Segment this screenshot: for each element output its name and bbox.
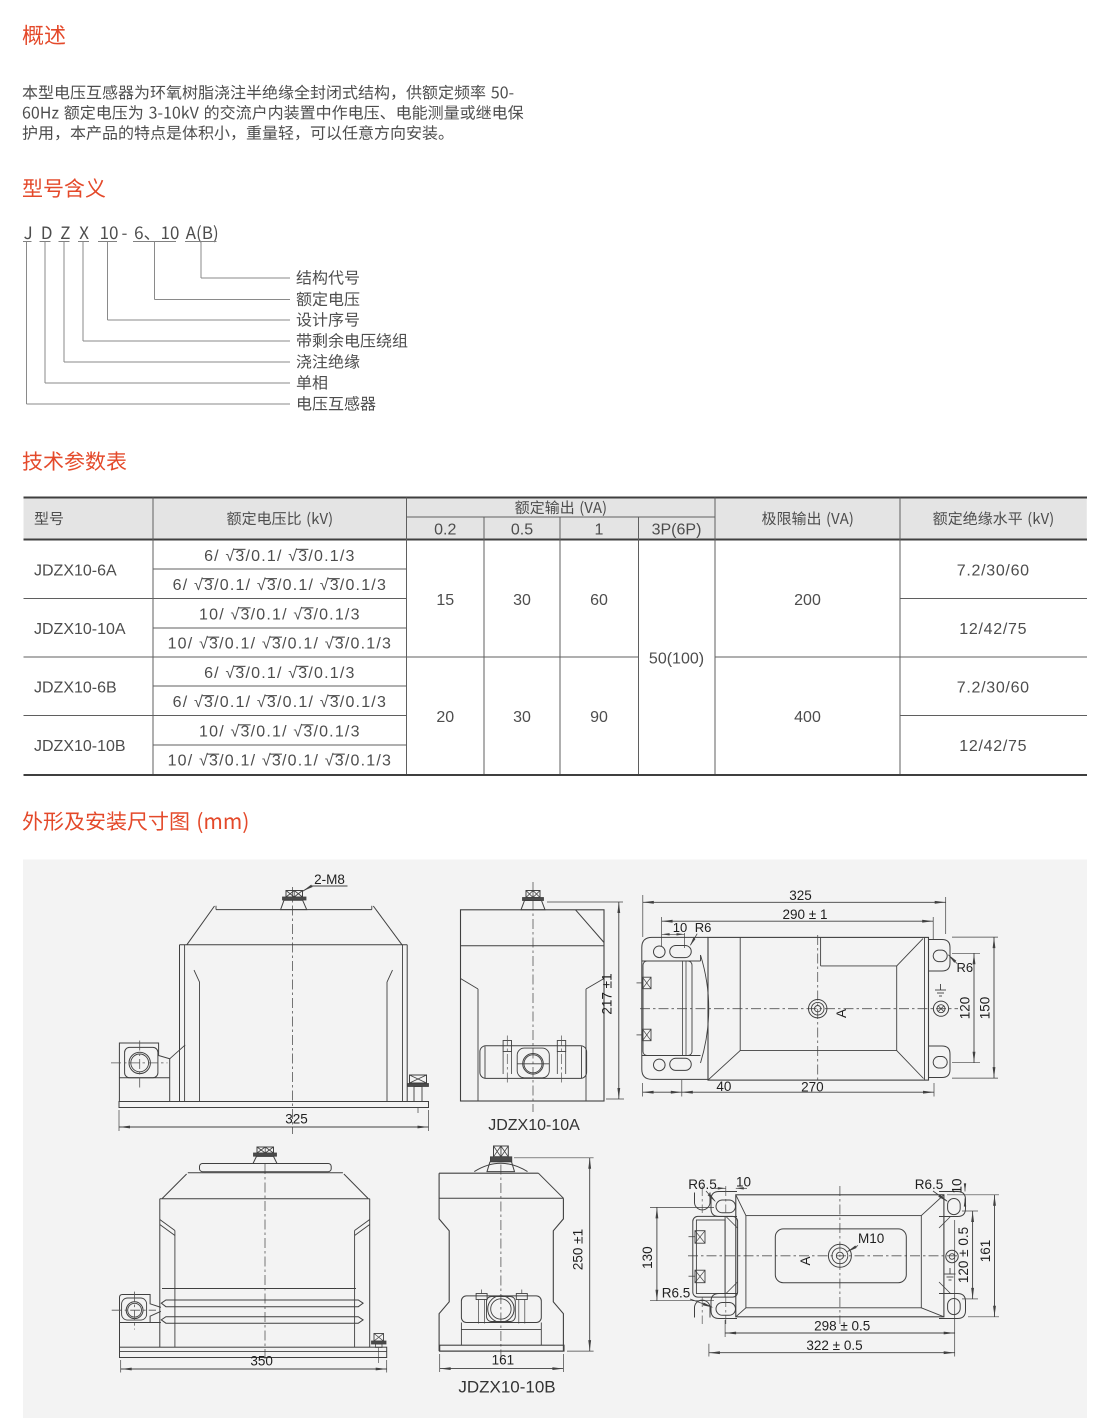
svg-text:120 ± 0.5: 120 ± 0.5 — [956, 1227, 971, 1283]
svg-text:161: 161 — [492, 1353, 515, 1368]
svg-text:6/ √3/0.1/ √3/0.1/ √3/0.1/3: 6/ √3/0.1/ √3/0.1/ √3/0.1/3 — [173, 577, 387, 594]
svg-text:6/ √3/0.1/ √3/0.1/3: 6/ √3/0.1/ √3/0.1/3 — [204, 548, 356, 565]
svg-text:7.2/30/60: 7.2/30/60 — [957, 563, 1030, 580]
svg-text:0.2: 0.2 — [434, 521, 456, 538]
svg-text:JDZX10-10B: JDZX10-10B — [34, 738, 126, 755]
svg-text:50(100): 50(100) — [649, 650, 704, 667]
svg-text:298 ± 0.5: 298 ± 0.5 — [814, 1318, 870, 1333]
svg-text:JDZX10-6B: JDZX10-6B — [34, 680, 117, 697]
svg-text:30: 30 — [513, 709, 531, 726]
svg-text:10/ √3/0.1/ √3/0.1/ √3/0.1/3: 10/ √3/0.1/ √3/0.1/ √3/0.1/3 — [168, 753, 393, 770]
svg-text:250 ±1: 250 ±1 — [571, 1229, 586, 1270]
svg-text:10: 10 — [736, 1175, 751, 1190]
svg-text:6/ √3/0.1/ √3/0.1/3: 6/ √3/0.1/ √3/0.1/3 — [204, 665, 356, 682]
svg-text:R6.5: R6.5 — [688, 1177, 717, 1192]
svg-text:60: 60 — [590, 592, 608, 609]
svg-text:20: 20 — [436, 709, 454, 726]
svg-text:150: 150 — [978, 997, 993, 1020]
svg-text:0.5: 0.5 — [511, 521, 533, 538]
svg-text:10/ √3/0.1/ √3/0.1/ √3/0.1/3: 10/ √3/0.1/ √3/0.1/ √3/0.1/3 — [168, 636, 393, 653]
svg-text:290 ± 1: 290 ± 1 — [783, 907, 828, 922]
svg-text:JDZX10-10A: JDZX10-10A — [488, 1117, 580, 1134]
svg-text:130: 130 — [640, 1246, 655, 1269]
svg-text:30: 30 — [513, 592, 531, 609]
svg-text:R6.5: R6.5 — [662, 1286, 691, 1301]
svg-text:JDZX10-10A: JDZX10-10A — [34, 621, 126, 638]
svg-text:90: 90 — [590, 709, 608, 726]
svg-text:7.2/30/60: 7.2/30/60 — [957, 680, 1030, 697]
svg-text:15: 15 — [436, 592, 454, 609]
svg-text:A: A — [798, 1256, 813, 1265]
svg-text:A: A — [834, 1009, 849, 1018]
svg-text:12/42/75: 12/42/75 — [959, 738, 1027, 755]
svg-text:R6: R6 — [957, 960, 974, 975]
svg-text:217 ±1: 217 ±1 — [600, 973, 615, 1014]
svg-text:R6: R6 — [695, 920, 712, 935]
svg-text:1: 1 — [595, 521, 604, 538]
svg-text:M10: M10 — [858, 1231, 884, 1246]
svg-text:325: 325 — [789, 888, 812, 903]
svg-text:350: 350 — [250, 1354, 273, 1369]
svg-text:40: 40 — [716, 1079, 731, 1094]
svg-text:2-M8: 2-M8 — [314, 872, 345, 887]
svg-text:322 ± 0.5: 322 ± 0.5 — [806, 1338, 862, 1353]
svg-text:325: 325 — [285, 1112, 308, 1127]
svg-text:10/ √3/0.1/ √3/0.1/3: 10/ √3/0.1/ √3/0.1/3 — [199, 606, 361, 623]
svg-text:161: 161 — [978, 1240, 993, 1263]
svg-text:120: 120 — [958, 997, 973, 1020]
svg-text:JDZX10-10B: JDZX10-10B — [458, 1378, 555, 1397]
svg-text:10/ √3/0.1/ √3/0.1/3: 10/ √3/0.1/ √3/0.1/3 — [199, 723, 361, 740]
svg-text:JDZX10-6A: JDZX10-6A — [34, 563, 117, 580]
svg-text:270: 270 — [801, 1079, 824, 1094]
svg-text:3P(6P): 3P(6P) — [652, 521, 702, 538]
svg-text:6/ √3/0.1/ √3/0.1/ √3/0.1/3: 6/ √3/0.1/ √3/0.1/ √3/0.1/3 — [173, 694, 387, 711]
svg-text:R6.5: R6.5 — [915, 1177, 944, 1192]
svg-text:200: 200 — [794, 592, 821, 609]
svg-text:10: 10 — [950, 1178, 965, 1193]
svg-text:10: 10 — [673, 920, 687, 935]
svg-text:400: 400 — [794, 709, 821, 726]
svg-text:12/42/75: 12/42/75 — [959, 621, 1027, 638]
